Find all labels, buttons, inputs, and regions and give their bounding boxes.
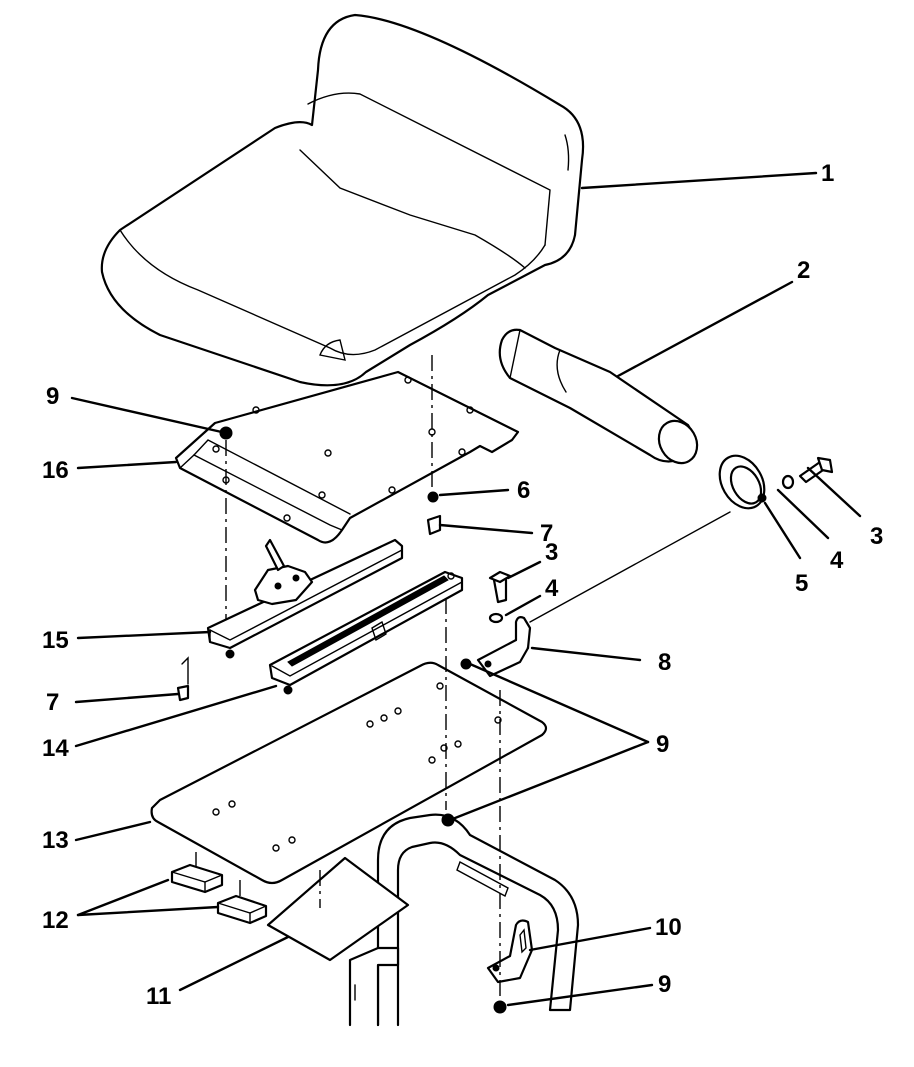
part-1-seat xyxy=(100,13,585,387)
callout-2: 2 xyxy=(797,257,810,284)
part-13-base-plate xyxy=(150,661,548,885)
part-5-cap xyxy=(718,454,767,510)
callout-10: 10 xyxy=(655,914,682,941)
callout-labels: 1 2 3 3 4 4 5 6 7 7 8 9 9 9 10 11 12 13 … xyxy=(42,160,883,1010)
part-10-bracket xyxy=(486,919,534,984)
callout-16: 16 xyxy=(42,457,69,484)
part-15-slide-rail-lever xyxy=(206,538,404,659)
alignment-lines xyxy=(181,355,731,1000)
callout-9-top: 9 xyxy=(46,383,59,410)
callout-7-upper: 7 xyxy=(540,520,553,547)
callout-4-center: 4 xyxy=(545,575,559,602)
part-8-bracket xyxy=(460,616,532,678)
part-14-slide-rail xyxy=(268,570,464,695)
callout-4-right: 4 xyxy=(830,547,844,574)
callout-5: 5 xyxy=(795,570,808,597)
callout-8: 8 xyxy=(658,649,671,676)
callout-1: 1 xyxy=(821,160,834,187)
part-12-bumpers xyxy=(170,863,268,925)
part-2-tube xyxy=(498,328,699,465)
part-16-seat-pan xyxy=(174,370,520,544)
callout-11: 11 xyxy=(146,983,171,1010)
callout-14: 14 xyxy=(42,735,69,762)
leader-lines xyxy=(70,171,862,1007)
callout-9-right: 9 xyxy=(656,731,669,758)
callout-3-right: 3 xyxy=(870,523,883,550)
callout-13: 13 xyxy=(42,827,69,854)
callout-15: 15 xyxy=(42,627,69,654)
hardware-nuts xyxy=(176,426,507,1014)
callout-3-center: 3 xyxy=(545,539,558,566)
callout-9-bottom: 9 xyxy=(658,971,671,998)
callout-7-lower: 7 xyxy=(46,689,59,716)
mounting-frame-tube xyxy=(348,813,580,1027)
callout-6: 6 xyxy=(517,477,530,504)
callout-12: 12 xyxy=(42,907,69,934)
